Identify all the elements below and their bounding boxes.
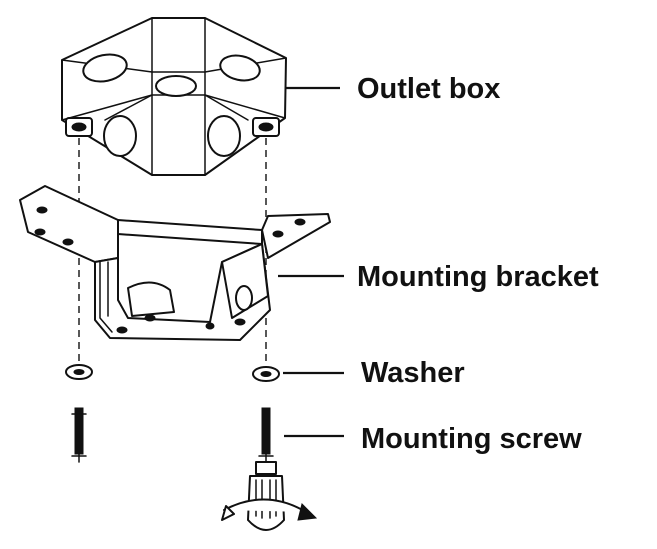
- screw-right: [258, 407, 274, 463]
- mounting-bracket: [19, 185, 331, 341]
- label-mounting-screw: Mounting screw: [361, 423, 582, 455]
- label-outlet-box: Outlet box: [357, 73, 500, 105]
- screw-left: [71, 407, 87, 463]
- rotation-arrow-icon: [221, 461, 318, 531]
- washer-left: [65, 364, 93, 380]
- outlet-box: [61, 17, 287, 176]
- washer-right: [252, 366, 280, 382]
- label-washer: Washer: [361, 357, 465, 389]
- label-mounting-bracket: Mounting bracket: [357, 261, 599, 293]
